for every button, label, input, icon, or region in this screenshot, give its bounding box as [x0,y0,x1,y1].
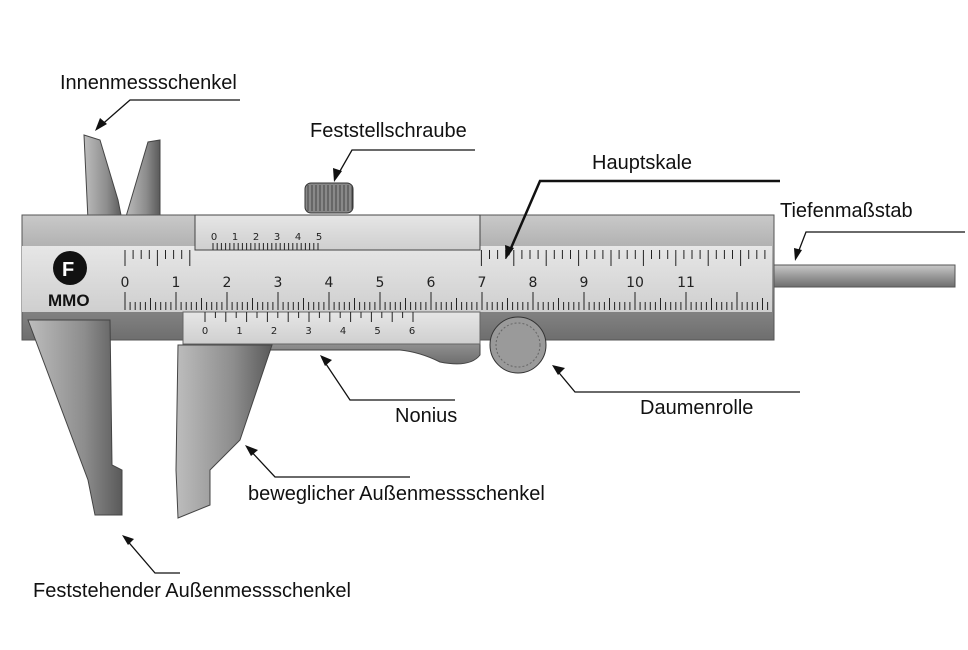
fixed-inner-jaw [83,134,123,221]
main-scale-number: 2 [223,275,232,291]
main-scale-number: 5 [376,275,385,291]
top-vernier-number: 2 [253,232,259,243]
scale-strip [22,246,772,312]
main-scale-number: 1 [172,275,181,291]
label-main-scale: Hauptskale [592,152,693,174]
label-vernier: Nonius [395,405,458,427]
main-scale-number: 3 [274,275,283,291]
label-depth-rod: Tiefenmaßstab [780,200,913,222]
brand-name: MMO [48,291,90,310]
label-thumb-wheel: Daumenrolle [640,397,754,419]
main-scale-number: 4 [325,275,334,291]
top-vernier-number: 4 [295,232,301,243]
vernier-number: 2 [271,326,277,337]
scale-ticks [124,243,769,322]
movable-outer-jaw [175,344,273,519]
main-scale-number: 8 [529,275,538,291]
vernier-number: 1 [236,326,242,337]
main-scale-number: 7 [478,275,487,291]
vernier-number: 0 [202,326,208,337]
top-vernier-number: 0 [211,232,217,243]
main-scale-number: 6 [427,275,436,291]
vernier-plate [182,311,481,345]
main-scale-number: 11 [677,275,695,291]
label-inner-jaws: Innenmessschenkel [60,72,237,94]
thumb-wheel [489,316,547,374]
svg-text:F: F [62,259,74,281]
thumb-wheel-knurl [495,322,541,368]
main-scale-number: 0 [121,275,130,291]
vernier-number: 3 [305,326,311,337]
knurl-lines [307,185,353,211]
top-vernier-number: 1 [232,232,238,243]
main-scale-number: 10 [626,275,644,291]
depth-rod [769,264,956,288]
label-locking-screw: Feststellschraube [310,120,467,142]
label-fixed-jaw: Feststehender Außenmessschenkel [33,580,351,602]
moving-inner-jaw [124,139,161,221]
top-vernier-number: 5 [316,232,322,243]
arrow-heads [95,118,802,545]
locking-screw-knob [304,182,354,214]
brand-logo-icon [53,251,87,285]
label-movable-jaw: beweglicher Außenmessschenkel [248,483,545,505]
vernier-number: 6 [409,326,415,337]
fixed-outer-jaw [27,319,123,516]
top-vernier-number: 3 [274,232,280,243]
vernier-number: 4 [340,326,346,337]
main-scale-number: 9 [580,275,589,291]
vernier-number: 5 [374,326,380,337]
